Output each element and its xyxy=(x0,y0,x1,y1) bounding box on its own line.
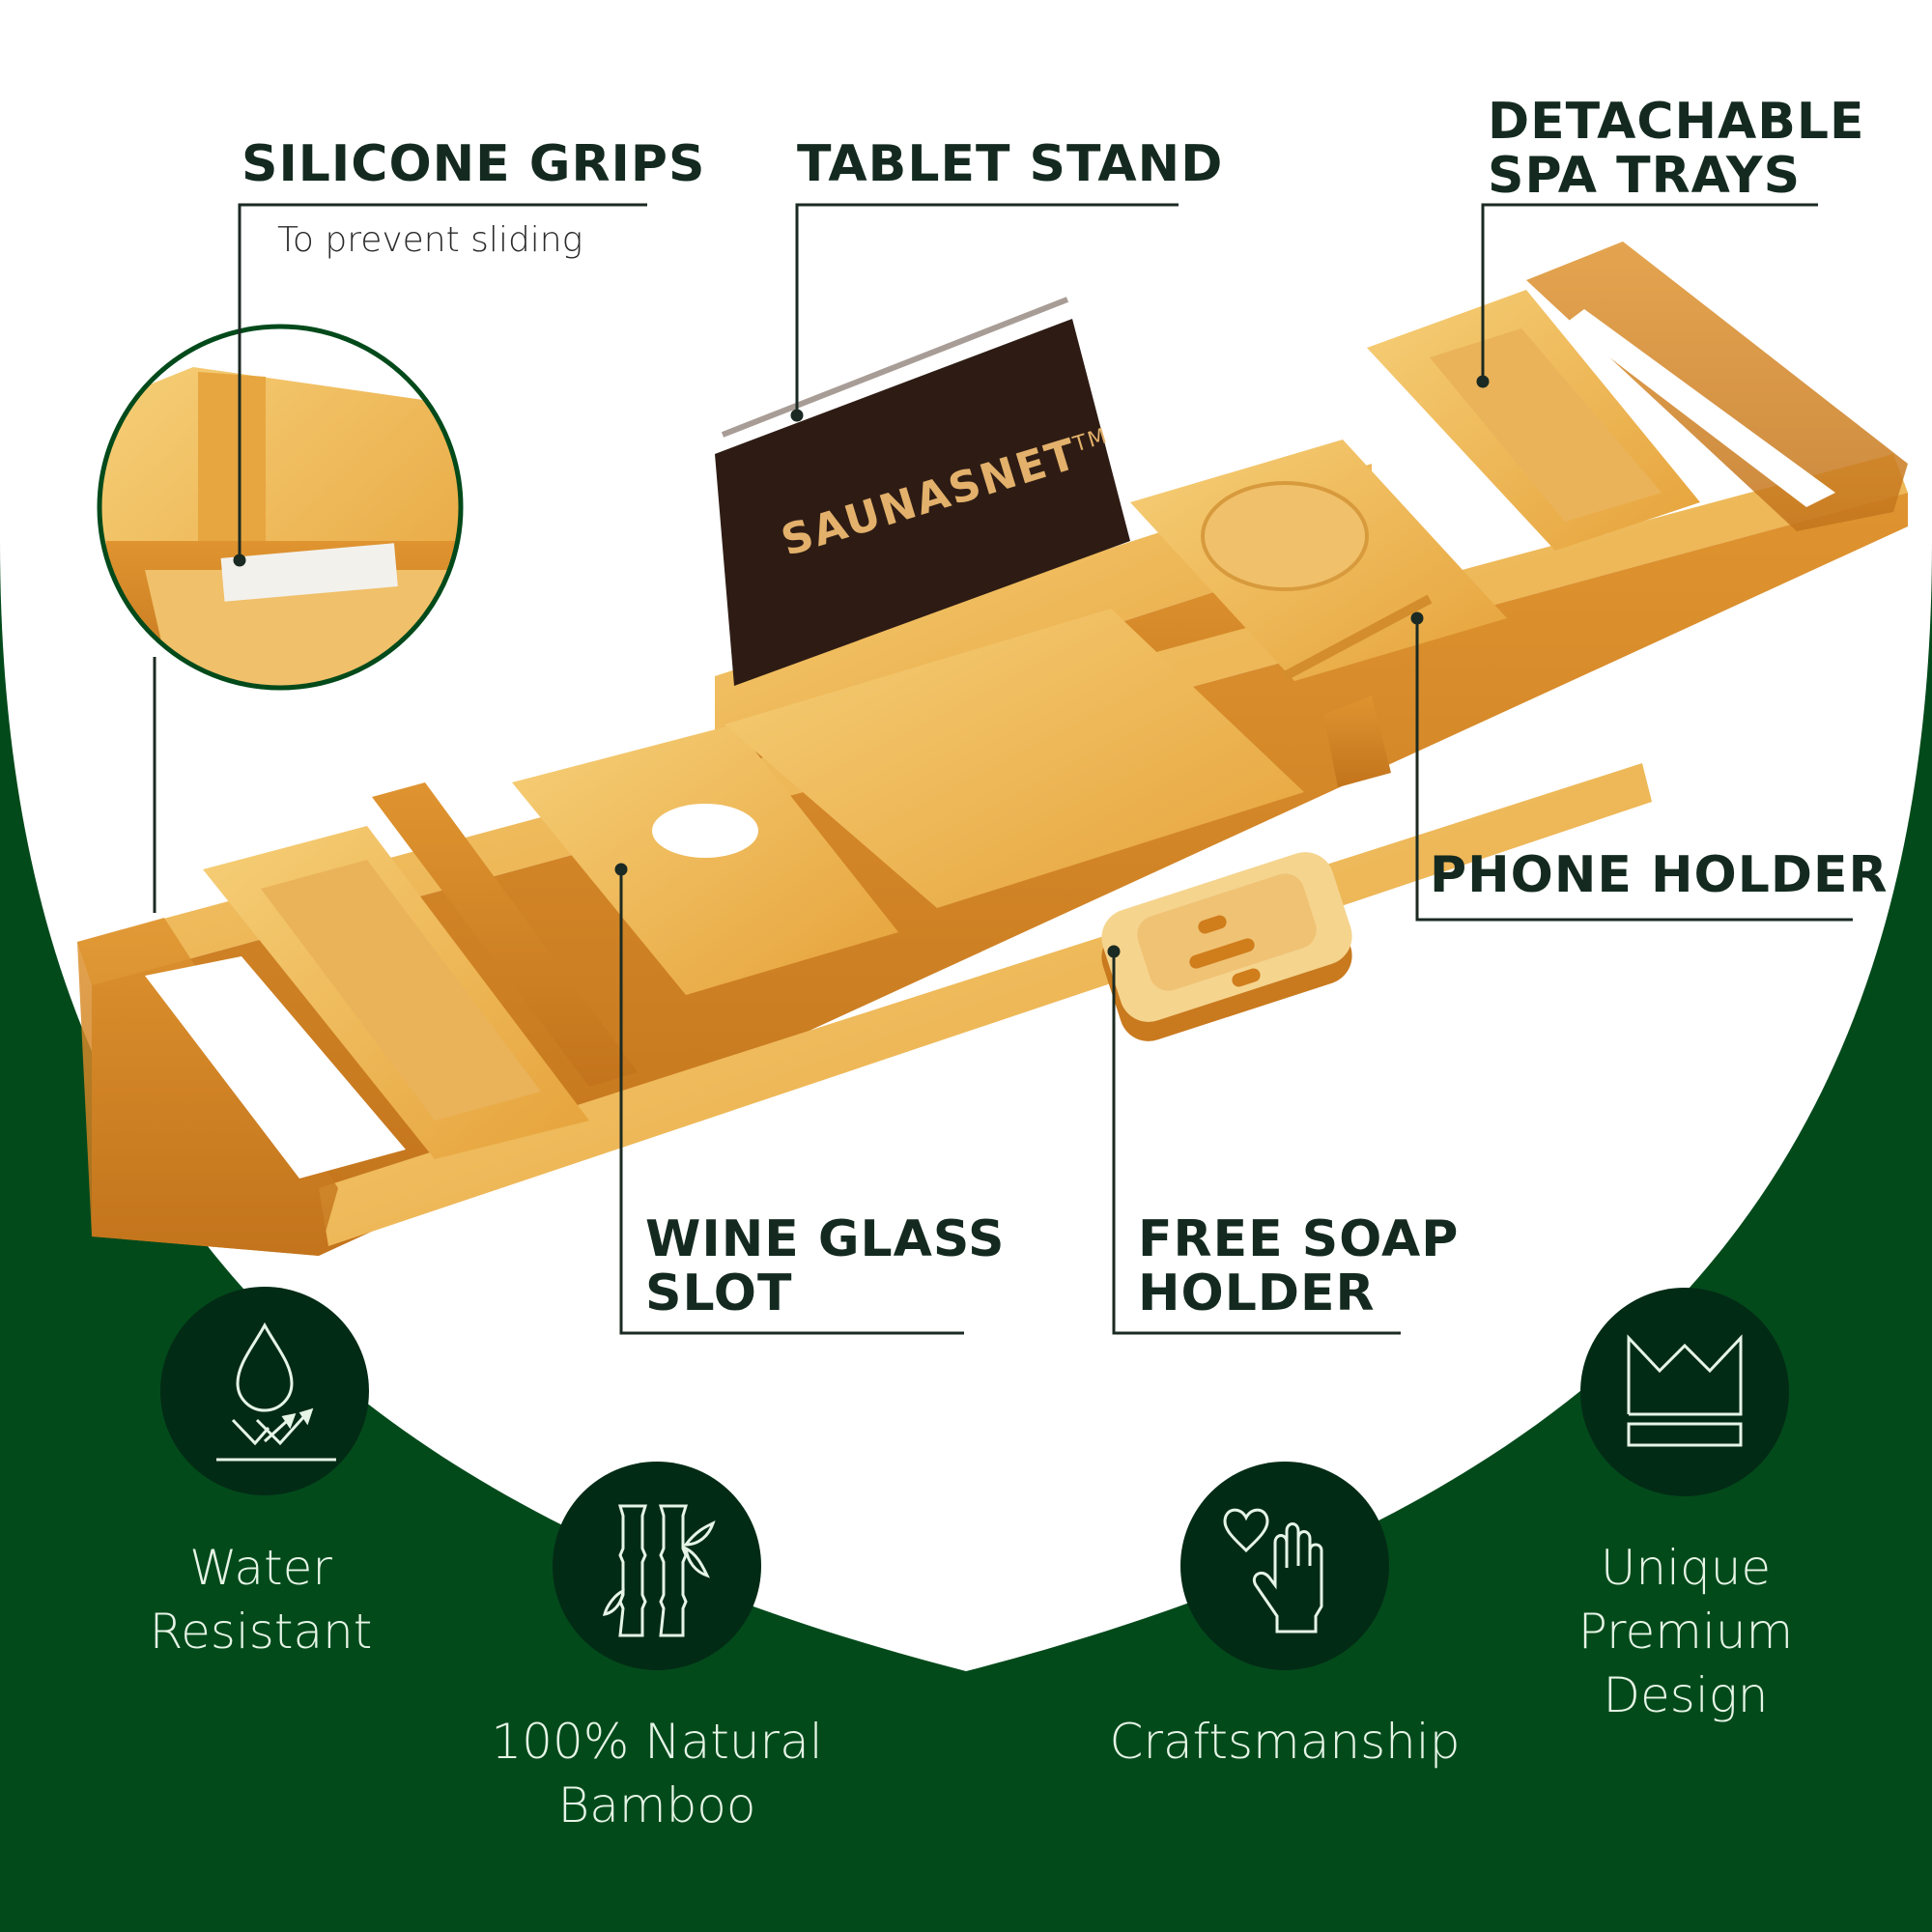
callout-line: SPA TRAYS xyxy=(1488,147,1802,205)
callout-detachable-spa-trays-title: DETACHABLE SPA TRAYS xyxy=(1488,95,1865,203)
callout-line: FREE SOAP xyxy=(1138,1210,1460,1268)
feature-water-resistant-badge xyxy=(160,1287,369,1495)
callout-phone-holder-title: PHONE HOLDER xyxy=(1430,846,1889,904)
feature-natural-bamboo-badge xyxy=(553,1462,761,1670)
feature-label-line: Craftsmanship xyxy=(1109,1714,1461,1770)
feature-premium-design-badge xyxy=(1580,1288,1789,1496)
feature-label-line: Resistant xyxy=(149,1604,373,1660)
callout-line: DETACHABLE xyxy=(1488,93,1865,151)
callout-silicone-grips-subtitle: To prevent sliding xyxy=(277,220,583,260)
feature-label-line: Unique xyxy=(1600,1540,1772,1596)
feature-label-line: Bamboo xyxy=(557,1777,756,1833)
callout-line: SLOT xyxy=(645,1264,793,1322)
callout-free-soap-holder-title: FREE SOAP HOLDER xyxy=(1138,1212,1459,1321)
feature-label-line: 100% Natural xyxy=(491,1714,823,1770)
callout-tablet-stand-title: TABLET STAND xyxy=(797,135,1224,193)
feature-craftsmanship-label: Craftsmanship xyxy=(1101,1710,1468,1774)
hand-heart-icon xyxy=(1223,1508,1323,1634)
feature-water-resistant-label: Water Resistant xyxy=(135,1536,386,1663)
bamboo-icon xyxy=(602,1504,716,1637)
feature-natural-bamboo-label: 100% Natural Bamboo xyxy=(473,1710,840,1837)
feature-craftsmanship-badge xyxy=(1180,1462,1389,1670)
callout-line: HOLDER xyxy=(1138,1264,1376,1322)
callout-wine-glass-slot-title: WINE GLASS SLOT xyxy=(645,1212,1005,1321)
feature-label-line: Premium xyxy=(1577,1604,1794,1660)
callout-line: WINE GLASS xyxy=(645,1210,1006,1268)
crown-icon xyxy=(1627,1334,1743,1447)
feature-label-line: Design xyxy=(1603,1667,1769,1723)
callout-silicone-grips-title: SILICONE GRIPS xyxy=(242,135,706,193)
water-drop-icon xyxy=(216,1321,336,1462)
feature-premium-design-label: Unique Premium Design xyxy=(1546,1536,1826,1727)
feature-label-line: Water xyxy=(189,1540,332,1596)
